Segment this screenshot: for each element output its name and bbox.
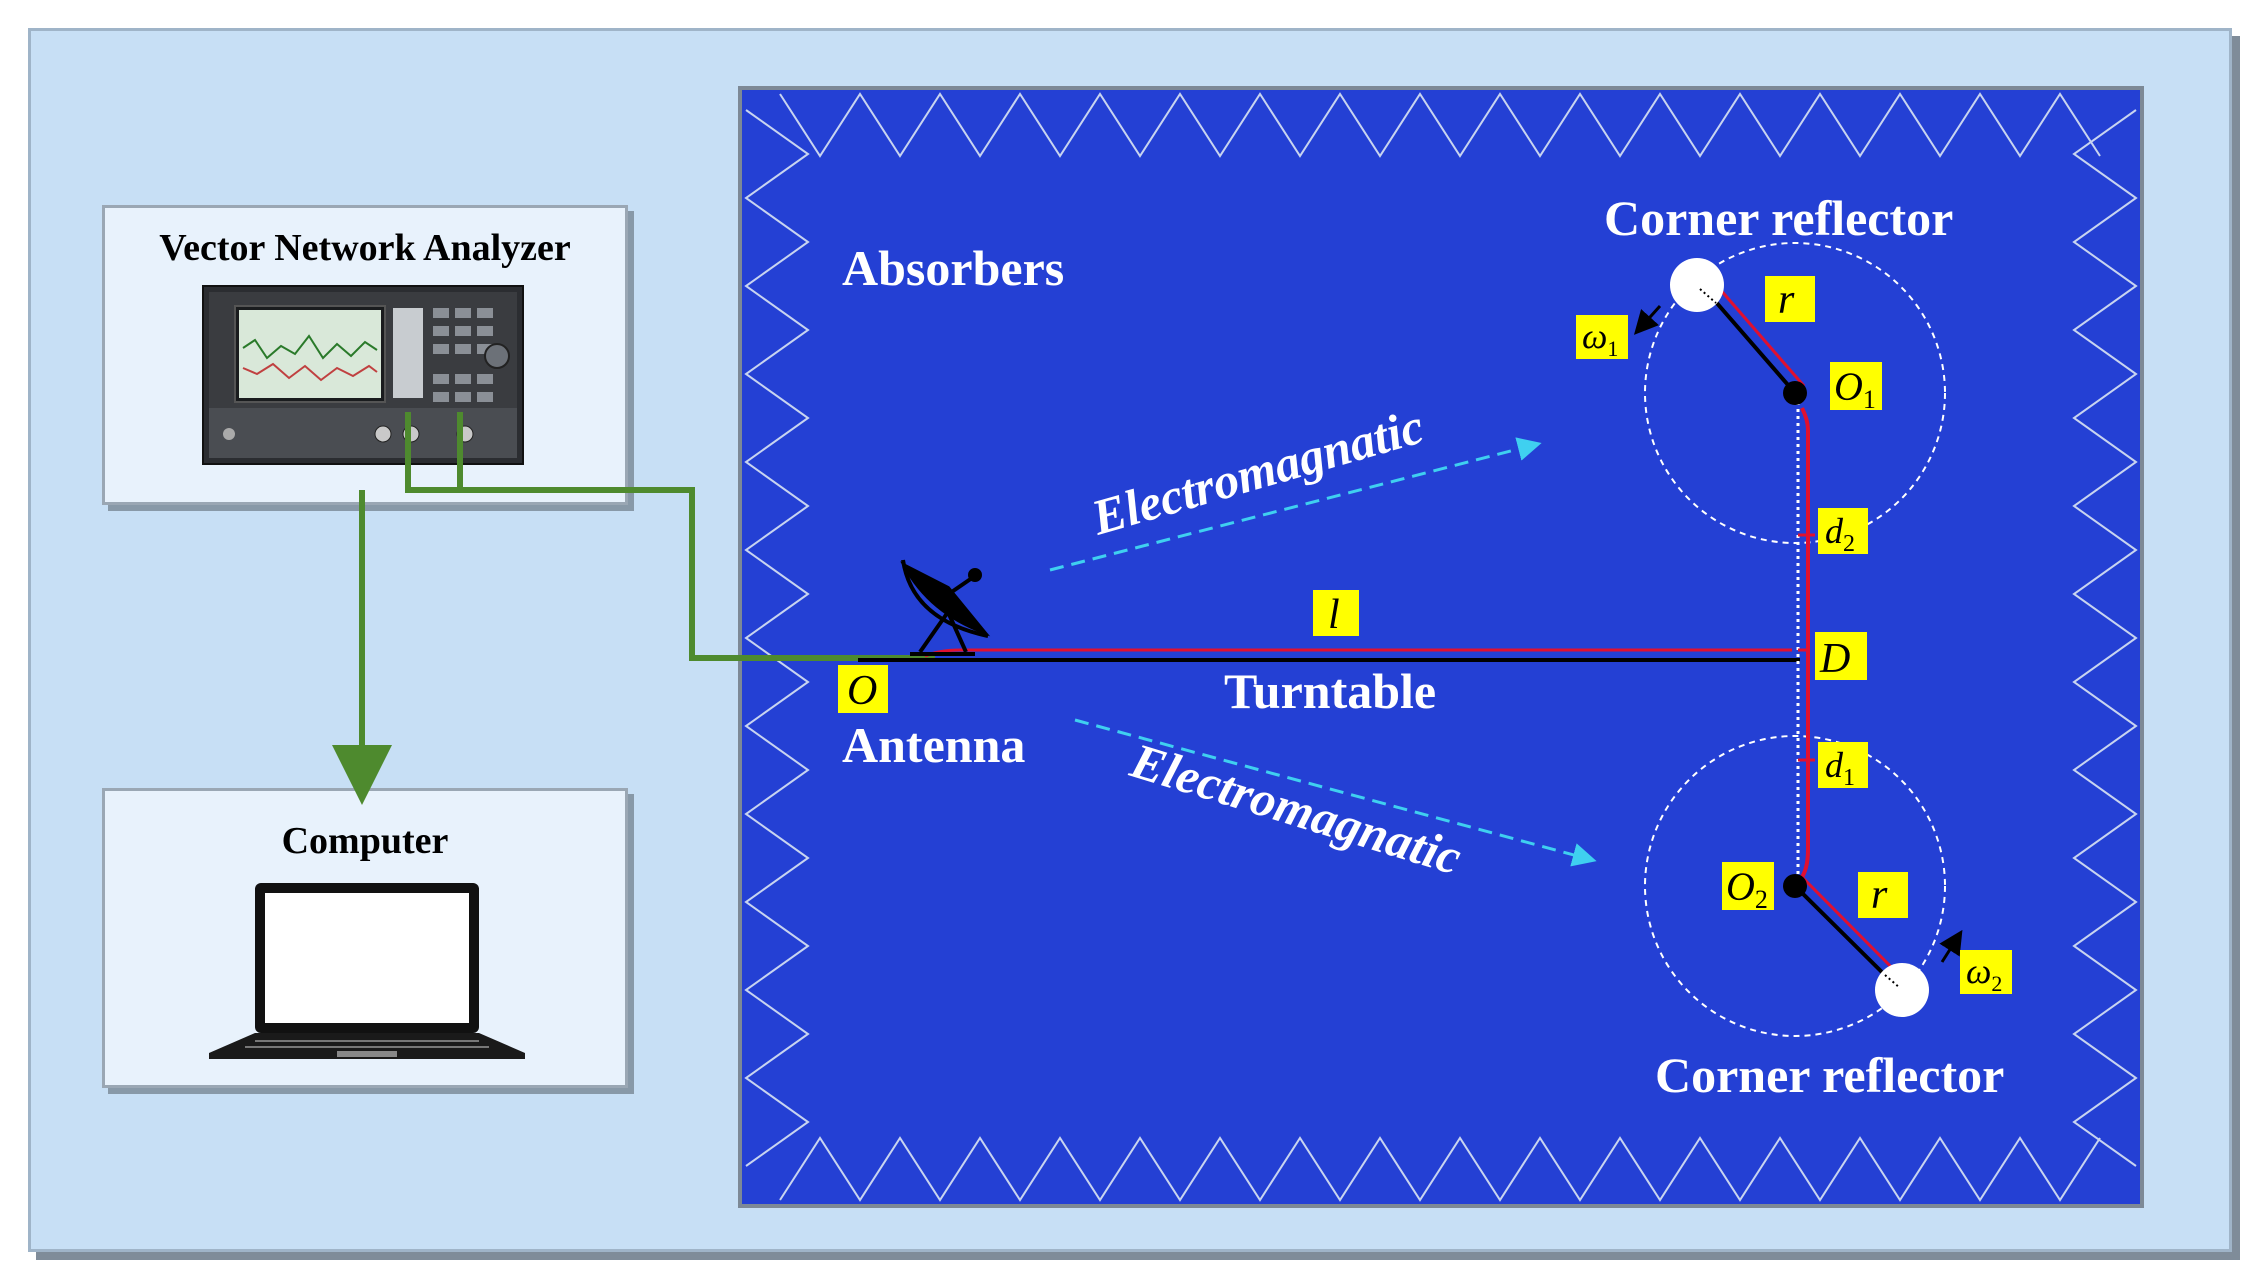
symbol-length-text: l bbox=[1328, 592, 1340, 638]
svg-text:O2: O2 bbox=[1726, 864, 1768, 914]
symbol-length: l bbox=[1313, 590, 1359, 638]
svg-text:d2: d2 bbox=[1825, 511, 1855, 557]
absorber-zigzag bbox=[744, 109, 810, 1167]
reflector-bottom-label: Corner reflector bbox=[1655, 1047, 2004, 1103]
wave-arrow-upper bbox=[1049, 437, 1542, 572]
absorber-zigzag bbox=[2072, 109, 2138, 1167]
symbol-distance-bottom-sub: 1 bbox=[1843, 765, 1855, 791]
symbol-junction: D bbox=[1815, 632, 1867, 682]
absorber-cones bbox=[744, 92, 2138, 1202]
cables bbox=[332, 412, 935, 805]
computer-panel: Computer bbox=[102, 788, 628, 1088]
symbol-origin-text: O bbox=[847, 668, 877, 714]
symbol-distance-top: d2 bbox=[1818, 508, 1868, 557]
symbol-omega-bottom-text: ω bbox=[1966, 951, 1991, 991]
analyzer-title: Vector Network Analyzer bbox=[159, 227, 571, 269]
symbol-center-top-text: O bbox=[1834, 364, 1863, 409]
chamber-background bbox=[738, 86, 2144, 1208]
symbol-omega-bottom: ω2 bbox=[1960, 950, 2012, 996]
svg-text:ω1: ω1 bbox=[1582, 316, 1618, 361]
antenna-dish-icon bbox=[900, 559, 991, 656]
laptop-icon bbox=[209, 883, 525, 1059]
radius-arm-bottom-red bbox=[1801, 876, 1908, 984]
reflector-top-dots bbox=[1699, 288, 1717, 304]
symbol-center-bottom-sub: 2 bbox=[1755, 885, 1768, 914]
omega-top-arrow bbox=[1633, 304, 1662, 335]
symbol-radius-top: r bbox=[1765, 276, 1815, 323]
symbol-omega-top-text: ω bbox=[1582, 316, 1607, 356]
radius-arm-top-red bbox=[1710, 279, 1806, 387]
svg-text:O1: O1 bbox=[1834, 364, 1876, 414]
symbol-center-bottom: O2 bbox=[1722, 862, 1774, 914]
analyzer-panel: Vector Network Analyzer bbox=[102, 205, 628, 505]
path-vertical bbox=[1798, 407, 1810, 882]
symbol-distance-bottom-text: d bbox=[1825, 745, 1844, 785]
omega-bottom-arrow bbox=[1939, 929, 1963, 963]
turntable-label: Turntable bbox=[1224, 663, 1436, 719]
center-point-top bbox=[1783, 381, 1807, 405]
antenna-label: Antenna bbox=[842, 717, 1025, 773]
symbol-center-bottom-text: O bbox=[1726, 864, 1755, 909]
absorber-zigzag bbox=[779, 1136, 2101, 1202]
symbol-omega-top-sub: 1 bbox=[1607, 336, 1618, 361]
reflector-orbit-bottom bbox=[1644, 735, 1946, 1037]
symbol-radius-bottom: r bbox=[1858, 872, 1908, 918]
reflector-orbit-top bbox=[1644, 242, 1946, 544]
corner-reflector-top-disc bbox=[1670, 258, 1724, 312]
absorber-zigzag bbox=[779, 92, 2101, 158]
center-point-bottom bbox=[1783, 874, 1807, 898]
symbol-omega-top: ω1 bbox=[1576, 315, 1628, 361]
svg-text:ω2: ω2 bbox=[1966, 951, 2002, 996]
symbol-radius-bottom-text: r bbox=[1871, 872, 1888, 918]
symbol-distance-top-sub: 2 bbox=[1843, 531, 1855, 557]
reflector-bottom-dots bbox=[1884, 974, 1901, 989]
symbol-center-top: O1 bbox=[1830, 362, 1882, 414]
vna-instrument-icon bbox=[202, 285, 524, 465]
symbol-omega-bottom-sub: 2 bbox=[1991, 971, 2002, 996]
radius-arm-top bbox=[1700, 284, 1797, 395]
symbol-origin: O bbox=[838, 665, 888, 714]
symbol-center-top-sub: 1 bbox=[1863, 385, 1876, 414]
corner-reflector-bottom-disc bbox=[1875, 963, 1929, 1017]
reflector-top-label: Corner reflector bbox=[1604, 190, 1953, 246]
symbol-distance-bottom: d1 bbox=[1818, 742, 1868, 791]
wave-arrow-lower bbox=[1074, 718, 1597, 867]
symbol-distance-top-text: d bbox=[1825, 511, 1844, 551]
computer-title: Computer bbox=[281, 820, 449, 862]
absorbers-label: Absorbers bbox=[842, 240, 1064, 296]
svg-text:d1: d1 bbox=[1825, 745, 1855, 791]
symbol-junction-text: D bbox=[1819, 636, 1850, 682]
symbol-radius-top-text: r bbox=[1778, 277, 1795, 323]
